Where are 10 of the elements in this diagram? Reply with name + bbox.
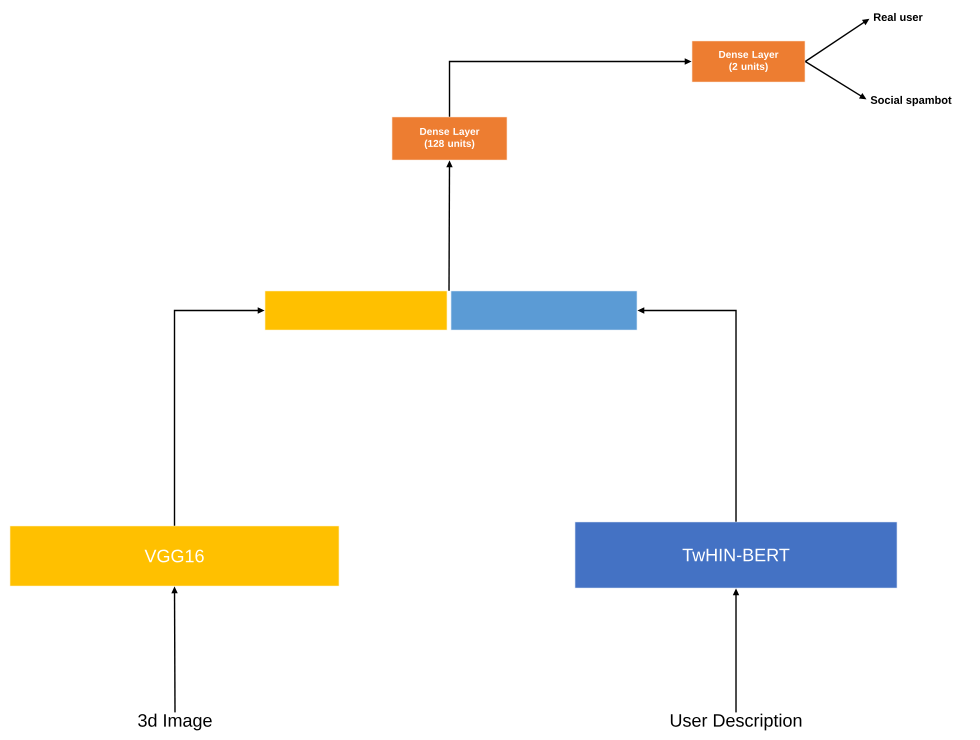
output-label: Real user xyxy=(874,12,923,22)
model-box: TwHIN-BERT xyxy=(574,522,898,588)
feature-vector-bar xyxy=(264,290,448,330)
dense-layer-box: Dense Layer (128 units) xyxy=(392,116,508,160)
output-label: Social spambot xyxy=(870,96,952,106)
model-box: VGG16 xyxy=(10,526,340,586)
input-label: User Description xyxy=(670,714,802,730)
dense-layer-box: Dense Layer (2 units) xyxy=(692,40,806,82)
feature-vector-bar xyxy=(450,290,638,330)
input-label: 3d Image xyxy=(138,714,212,730)
